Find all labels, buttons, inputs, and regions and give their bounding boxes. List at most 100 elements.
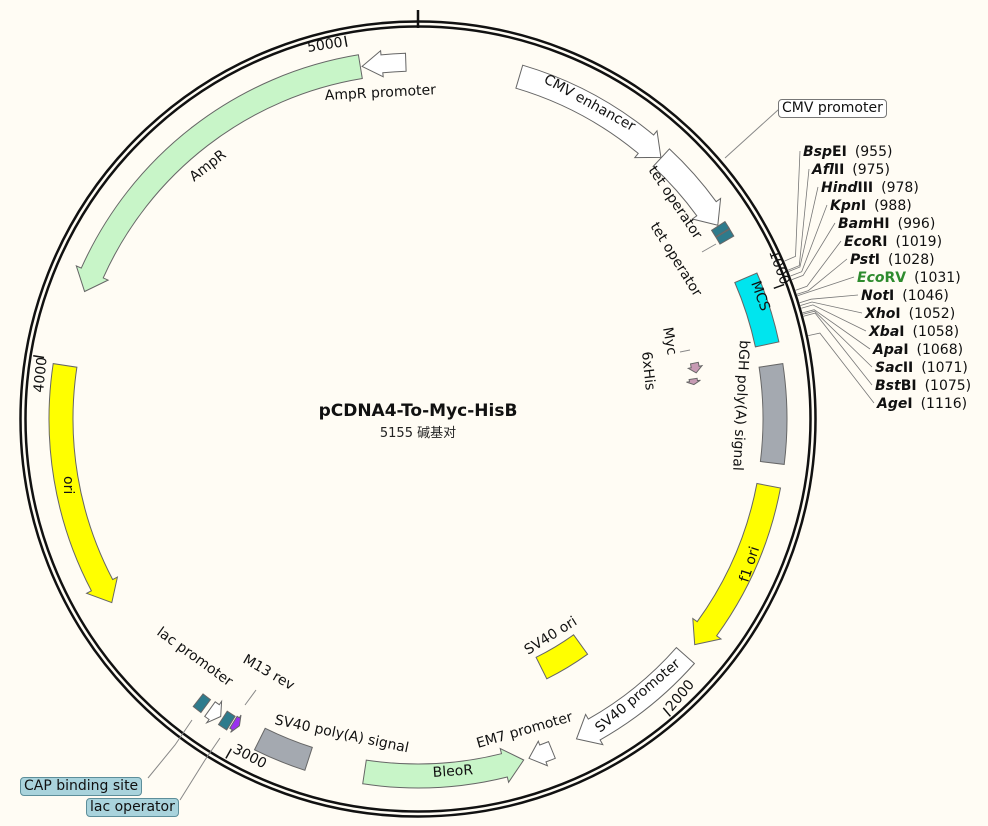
site-label-hindiii[interactable]: HindIII(978) xyxy=(821,180,919,196)
feature-ori[interactable] xyxy=(48,363,119,604)
feature-sv40-promoter[interactable] xyxy=(575,646,696,746)
site-label-agei[interactable]: AgeI(1116) xyxy=(876,396,967,412)
site-name-italic: Eco xyxy=(857,270,885,286)
site-position: (996) xyxy=(898,216,936,232)
label-ori[interactable]: ori xyxy=(60,476,76,494)
feature-bgh-poly-a-signal[interactable] xyxy=(758,363,788,465)
feature-mcs[interactable] xyxy=(734,272,780,348)
feature-sv40-ori[interactable] xyxy=(535,634,589,680)
site-name-italic: Bsp xyxy=(803,144,832,160)
site-position: (1031) xyxy=(914,270,961,286)
site-label-bamhi[interactable]: BamHI (996) xyxy=(838,216,935,232)
label-ampr-promoter[interactable]: AmpR promoter xyxy=(324,82,436,104)
site-leader-line xyxy=(784,150,801,262)
label-lac-promoter[interactable]: lac promoter xyxy=(154,624,236,690)
site-leader-line xyxy=(803,312,873,386)
site-name-italic: Not xyxy=(861,288,890,304)
site-name-italic: Bam xyxy=(838,216,873,232)
feature-lac-operator[interactable] xyxy=(217,710,236,731)
site-leader-line xyxy=(791,222,836,280)
site-name-italic: Pst xyxy=(850,252,876,268)
label-em7-promoter[interactable]: EM7 promoter xyxy=(475,709,575,752)
label-6xhis[interactable]: 6xHis xyxy=(638,351,658,391)
site-leader-line xyxy=(796,258,848,295)
site-name-italic: Xba xyxy=(868,324,899,340)
site-position: (1028) xyxy=(888,252,935,268)
site-label-sacii[interactable]: SacII(1071) xyxy=(875,360,968,376)
feature-tet-operator[interactable] xyxy=(715,228,735,245)
label-cmv-enhancer[interactable]: CMV enhancer xyxy=(541,72,638,135)
feature-tet-operator[interactable] xyxy=(710,220,730,238)
site-name-italic: Eco xyxy=(844,234,872,250)
plasmid-backbone xyxy=(19,10,817,818)
site-name-rest: I xyxy=(889,288,894,304)
site-name-rest: I xyxy=(903,342,908,358)
site-label-kpni[interactable]: KpnI(988) xyxy=(830,198,912,214)
callout-cap-binding-site[interactable]: CAP binding site xyxy=(20,777,143,796)
plasmid-length: 5155 碱基对 xyxy=(380,426,456,441)
site-position: (1071) xyxy=(921,360,968,376)
tick-mark-2000 xyxy=(662,707,671,717)
site-leader-line xyxy=(802,309,871,350)
label-m13-rev[interactable]: M13 rev xyxy=(240,652,297,694)
feature-m13-rev[interactable] xyxy=(229,714,242,733)
feature-myc[interactable] xyxy=(686,361,704,374)
site-position: (988) xyxy=(874,198,912,214)
site-label-bspei[interactable]: BspEI (955) xyxy=(803,144,892,160)
feature-lac-promoter[interactable] xyxy=(204,699,223,725)
site-name-rest: HI xyxy=(873,216,890,232)
site-label-bstbi[interactable]: BstBI(1075) xyxy=(875,378,971,394)
feature-cmv-promoter[interactable] xyxy=(652,148,722,226)
feature-ampr[interactable] xyxy=(75,54,363,293)
site-name-rest: I xyxy=(907,396,912,412)
tick-label-1000: 1000 xyxy=(765,248,792,287)
tick-label-5000: 5000 xyxy=(306,35,344,56)
site-name-rest: RV xyxy=(884,270,906,286)
site-label-xhoi[interactable]: XhoI(1052) xyxy=(864,306,955,322)
site-position: (955) xyxy=(855,144,893,160)
site-leader-line xyxy=(808,332,875,404)
site-position: (1019) xyxy=(895,234,942,250)
site-name-italic: Xho xyxy=(864,306,896,322)
restriction-site-list: BspEI (955) AflII(975) HindIII(978) KpnI(988… xyxy=(803,144,971,412)
callout-line-lac-operator xyxy=(179,737,221,801)
site-name-rest: II xyxy=(834,162,844,178)
site-label-xbai[interactable]: XbaI(1058) xyxy=(868,324,959,340)
feature-cmv-enhancer[interactable] xyxy=(515,64,662,159)
feature-layer xyxy=(48,49,788,789)
site-label-apai[interactable]: ApaI(1068) xyxy=(872,342,963,358)
site-leader-line xyxy=(795,240,842,291)
site-name-italic: Sac xyxy=(875,360,904,376)
label-myc[interactable]: Myc xyxy=(659,326,680,356)
feature-bleor[interactable] xyxy=(362,747,525,789)
site-label-ecorv[interactable]: EcoRV (1031) xyxy=(857,270,961,286)
feature-f1-ori[interactable] xyxy=(692,482,782,646)
site-label-ecori[interactable]: EcoRI(1019) xyxy=(844,234,942,250)
tick-mark-4000 xyxy=(33,354,45,359)
tick-mark-5000 xyxy=(344,35,348,47)
tick-label-4000: 4000 xyxy=(31,356,51,393)
feature-cap-binding-site[interactable] xyxy=(192,693,212,714)
site-leader-line xyxy=(797,276,855,297)
site-position: (1058) xyxy=(912,324,959,340)
site-position: (978) xyxy=(881,180,919,196)
tick-mark-3000 xyxy=(225,748,232,759)
site-name-italic: Age xyxy=(876,396,907,412)
site-name-italic: Bst xyxy=(875,378,902,394)
feature-ampr-promoter[interactable] xyxy=(361,49,407,78)
callout-lac-operator[interactable]: lac operator xyxy=(86,798,179,817)
feature-em7-promoter[interactable] xyxy=(528,739,556,767)
label-bleor[interactable]: BleoR xyxy=(432,762,474,781)
callout-cmv-promoter[interactable]: CMV promoter xyxy=(778,99,887,118)
site-name-rest: EI xyxy=(832,144,847,160)
site-leader-line xyxy=(802,310,873,368)
site-label-noti[interactable]: NotI(1046) xyxy=(861,288,949,304)
label-bgh-polya[interactable]: bGH poly(A) signal xyxy=(729,340,752,471)
callout-line-cap xyxy=(147,719,193,779)
feature-sv40-poly-a-signal[interactable] xyxy=(253,727,313,771)
site-label-psti[interactable]: PstI(1028) xyxy=(850,252,935,268)
feature-6xhis[interactable] xyxy=(686,377,701,386)
site-name-rest: BI xyxy=(901,378,917,394)
site-label-aflii[interactable]: AflII(975) xyxy=(811,162,890,178)
